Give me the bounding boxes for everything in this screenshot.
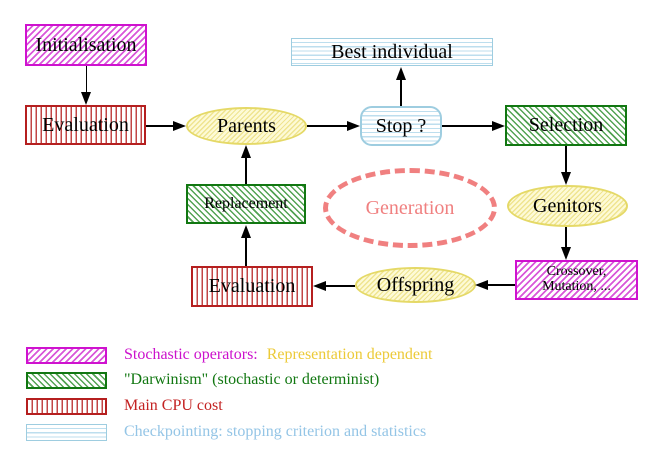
node-stop: Stop ? bbox=[360, 106, 442, 146]
legend-text-stochastic-operators: Stochastic operators: Representation depe… bbox=[124, 346, 432, 364]
node-replacement: Replacement bbox=[186, 184, 306, 224]
legend-text-main-cpu-cost: Main CPU cost bbox=[124, 397, 223, 415]
node-evaluation-bottom-label: Evaluation bbox=[208, 275, 296, 297]
arrow-line-evaluation-to-parents bbox=[146, 125, 175, 127]
legend-label-checkpointing: Checkpointing: stopping criterion and st… bbox=[124, 423, 427, 440]
crossover-line2: Mutation, ... bbox=[542, 279, 611, 294]
node-crossover-mutation-label: Crossover, Mutation, ... bbox=[542, 265, 611, 294]
legend-row-darwinism: "Darwinism" (stochastic or determinist) bbox=[26, 371, 379, 389]
arrow-line-parents-to-stop bbox=[307, 125, 349, 127]
node-evaluation-bottom: Evaluation bbox=[191, 266, 313, 307]
legend-swatch-red-stripes bbox=[26, 397, 107, 415]
arrow-line-init-to-evaluation bbox=[85, 66, 87, 94]
node-stop-label: Stop ? bbox=[375, 114, 427, 137]
legend-label-stochastic-operators: Stochastic operators: bbox=[124, 346, 258, 363]
node-best-individual: Best individual bbox=[291, 38, 493, 66]
arrowhead-stop-to-selection bbox=[492, 121, 505, 131]
legend-label-darwinism: "Darwinism" (stochastic or determinist) bbox=[124, 371, 380, 388]
arrowhead-genitors-to-crossover bbox=[561, 247, 571, 260]
arrow-line-stop-to-selection bbox=[442, 125, 493, 127]
node-selection: Selection bbox=[505, 105, 627, 146]
legend-swatch-cyan-stripes bbox=[26, 423, 107, 441]
arrow-line-crossover-to-offspring bbox=[487, 284, 515, 286]
arrow-line-replacement-to-parents bbox=[245, 157, 247, 184]
legend-swatch-green-hatch bbox=[26, 371, 107, 389]
legend-row-checkpointing: Checkpointing: stopping criterion and st… bbox=[26, 423, 426, 441]
arrow-line-offspring-to-evaluation bbox=[324, 285, 355, 287]
arrow-line-stop-to-best bbox=[400, 79, 402, 106]
node-crossover-mutation: Crossover, Mutation, ... bbox=[515, 260, 638, 300]
node-initialisation: Initialisation bbox=[25, 24, 147, 66]
node-selection-label: Selection bbox=[528, 114, 604, 136]
node-generation-dashed-ellipse: Generation bbox=[323, 168, 497, 248]
arrowhead-offspring-to-evaluation bbox=[313, 281, 326, 291]
legend-label-representation-dependent: Representation dependent bbox=[266, 346, 433, 363]
node-parents-label: Parents bbox=[217, 114, 276, 137]
legend-label-main-cpu-cost: Main CPU cost bbox=[124, 397, 223, 414]
arrowhead-stop-to-best bbox=[396, 67, 406, 80]
node-offspring-label: Offspring bbox=[376, 273, 455, 296]
legend-text-checkpointing: Checkpointing: stopping criterion and st… bbox=[124, 423, 426, 441]
node-offspring: Offspring bbox=[355, 267, 476, 303]
arrowhead-init-to-evaluation bbox=[81, 92, 91, 105]
node-generation-label: Generation bbox=[365, 196, 455, 219]
arrowhead-crossover-to-offspring bbox=[475, 280, 488, 290]
arrow-line-selection-to-genitors bbox=[565, 146, 567, 173]
arrow-line-evaluation-to-replacement bbox=[245, 237, 247, 266]
node-evaluation-top: Evaluation bbox=[25, 105, 146, 145]
arrowhead-selection-to-genitors bbox=[561, 172, 571, 185]
arrow-line-genitors-to-crossover bbox=[565, 227, 567, 248]
node-replacement-label: Replacement bbox=[204, 194, 288, 212]
arrowhead-evaluation-to-replacement bbox=[241, 225, 251, 238]
node-genitors: Genitors bbox=[507, 185, 628, 227]
node-best-individual-label: Best individual bbox=[331, 40, 453, 63]
node-parents: Parents bbox=[186, 107, 307, 145]
arrowhead-parents-to-stop bbox=[347, 121, 360, 131]
legend-swatch-magenta-hatch bbox=[26, 346, 107, 364]
legend-text-darwinism: "Darwinism" (stochastic or determinist) bbox=[124, 371, 379, 389]
crossover-line1: Crossover, bbox=[546, 264, 607, 280]
legend-row-main-cpu-cost: Main CPU cost bbox=[26, 397, 223, 415]
node-genitors-label: Genitors bbox=[533, 194, 602, 217]
node-initialisation-label: Initialisation bbox=[35, 33, 137, 56]
arrowhead-evaluation-to-parents bbox=[173, 121, 186, 131]
arrowhead-replacement-to-parents bbox=[241, 145, 251, 158]
legend-row-stochastic-operators: Stochastic operators: Representation depe… bbox=[26, 346, 432, 364]
node-evaluation-top-label: Evaluation bbox=[42, 113, 129, 136]
